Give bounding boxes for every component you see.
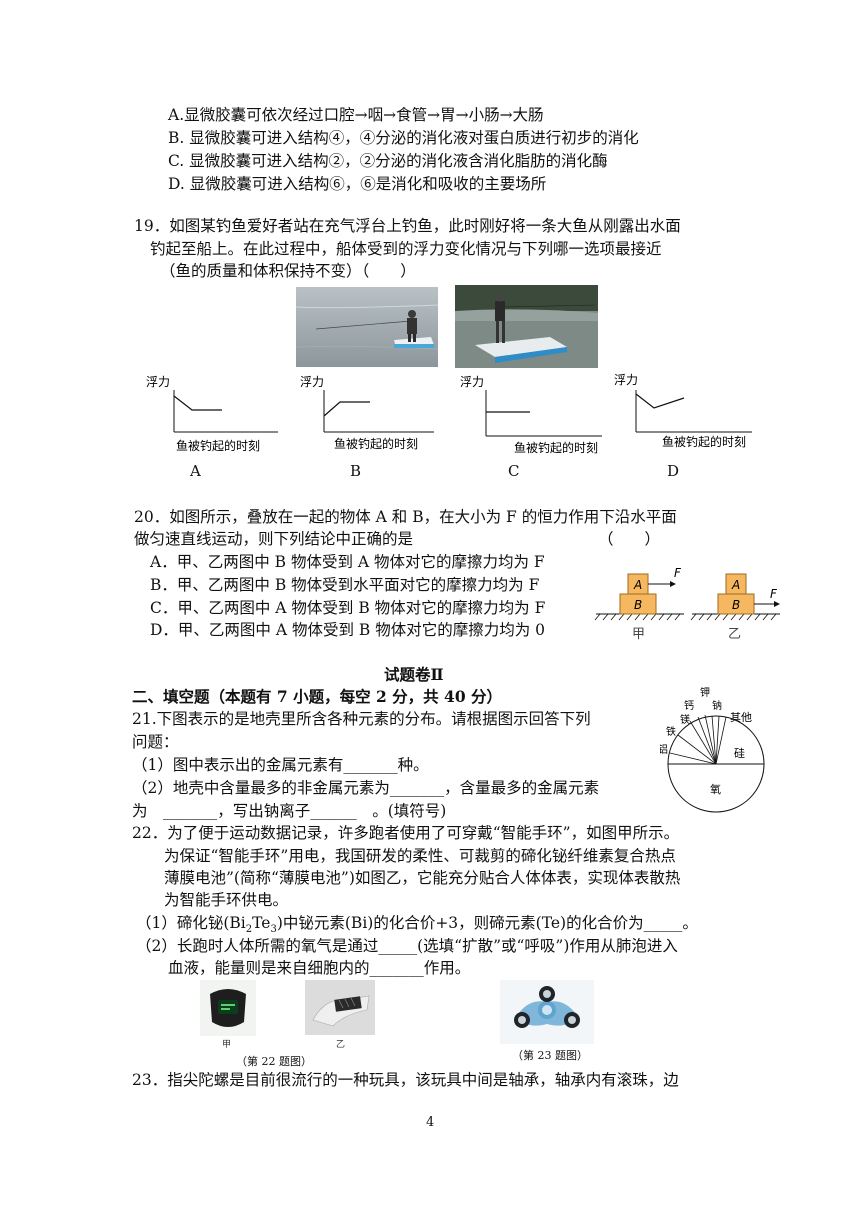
q19-option-b: B (350, 462, 362, 480)
stacked-blocks-figure: B A F 甲 B A F 乙 (594, 566, 780, 642)
pie-label-silicon: 硅 (734, 747, 745, 760)
q19-option-d: D (667, 462, 680, 480)
film-battery-image (305, 980, 375, 1035)
pie-label-aluminum: 铝 (660, 744, 668, 756)
q20-option-d: D．甲、乙两图中 A 物体受到 B 物体对它的摩擦力均为 0 (150, 621, 546, 639)
buoyancy-graph-b: 浮力 鱼被钓起的时刻 (300, 375, 434, 451)
fishing-photo-1 (296, 287, 438, 367)
crust-elements-pie: 氧 硅 铝 铁 镁 钙 钾 钠 其他 (660, 686, 765, 813)
graph-d-xlabel: 鱼被钓起的时刻 (662, 434, 746, 449)
pie-label-other: 其他 (730, 711, 752, 724)
graph-c-ylabel: 浮力 (460, 375, 484, 389)
pie-label-potassium: 钾 (700, 686, 710, 699)
q19-line-1: 19．如图某钓鱼爱好者站在充气浮台上钓鱼，此时刚好将一条大鱼从刚露出水面 (134, 217, 681, 235)
graph-b-ylabel: 浮力 (300, 375, 324, 389)
graph-a-xlabel: 鱼被钓起的时刻 (176, 438, 260, 452)
graph-d-ylabel: 浮力 (614, 373, 638, 387)
q18-option-d: D. 显微胶囊可进入结构⑥，⑥是消化和吸收的主要场所 (168, 175, 547, 193)
q18-option-a: A.显微胶囊可依次经过口腔→咽→食管→胃→小肠→大肠 (168, 106, 544, 124)
q23-figure-caption: （第 23 题图） (512, 1049, 588, 1062)
graph-a-ylabel: 浮力 (146, 375, 170, 389)
q22-figure-caption: （第 22 题图） (236, 1055, 312, 1068)
q21-line-1: 21.下图表示的是地壳里所含各种元素的分布。请根据图示回答下列 (132, 710, 591, 728)
yi-block-b: B (732, 598, 740, 612)
q21-line-4: （2）地壳中含量最多的非金属元素为_______，含量最多的金属元素 (132, 779, 600, 797)
q20-answer-bracket: （ ） (598, 530, 661, 548)
q22-sub2-line-2: 血液，能量则是来自细胞内的_______作用。 (168, 959, 471, 977)
q18-option-b: B. 显微胶囊可进入结构④，④分泌的消化液对蛋白质进行初步的消化 (168, 129, 639, 147)
jia-block-b: B (634, 598, 642, 612)
q21-line-3: （1）图中表示出的金属元素有_______种。 (132, 756, 429, 774)
img-yi-label: 乙 (336, 1040, 346, 1050)
q19-line-3: （鱼的质量和体积保持不变）（ ） (160, 262, 416, 280)
q23-line-1: 23．指尖陀螺是目前很流行的一种玩具，该玩具中间是轴承，轴承内有滚珠，边 (132, 1071, 679, 1089)
q18-option-c: C. 显微胶囊可进入结构②，②分泌的消化液含消化脂肪的消化酶 (168, 152, 608, 170)
q19-option-c: C (508, 462, 520, 480)
q22-sub1: （1）碲化铋(Bi2Te3)中铋元素(Bi)的化合价+3，则碲元素(Te)的化合… (136, 914, 698, 936)
yi-force-label: F (770, 587, 778, 601)
q19-option-a: A (190, 462, 201, 480)
buoyancy-graph-a: 浮力 鱼被钓起的时刻 (146, 375, 278, 452)
section-heading: 二、填空题（本题有 7 小题，每空 2 分，共 40 分） (132, 687, 503, 706)
q21-line-5: 为 _______，写出钠离子______ 。(填符号) (132, 802, 447, 820)
pie-label-sodium: 钠 (712, 699, 722, 712)
graph-b-xlabel: 鱼被钓起的时刻 (334, 436, 418, 451)
pie-label-iron: 铁 (666, 725, 676, 738)
q20-line-2: 做匀速直线运动，则下列结论中正确的是 (134, 530, 414, 548)
buoyancy-graph-d: 浮力 鱼被钓起的时刻 (614, 373, 752, 449)
q20-line-1: 20．如图所示，叠放在一起的物体 A 和 B，在大小为 F 的恒力作用下沿水平面 (134, 508, 677, 526)
jia-force-label: F (674, 566, 682, 580)
q20-option-c: C．甲、乙两图中 A 物体受到 B 物体对它的摩擦力均为 F (150, 599, 546, 617)
graph-c-xlabel: 鱼被钓起的时刻 (514, 440, 598, 455)
fishing-photo-2 (455, 285, 598, 368)
pie-label-calcium: 钙 (684, 699, 694, 712)
smart-band-image (200, 980, 256, 1036)
yi-block-a: A (731, 578, 740, 592)
jia-block-a: A (633, 578, 642, 592)
q21-line-2: 问题： (132, 733, 179, 751)
q22-line-4: 为智能手环供电。 (164, 891, 289, 909)
q22-line-3: 薄膜电池”(简称“薄膜电池”)如图乙，它能充分贴合人体体表，实现体表散热 (164, 869, 681, 887)
q22-line-1: 22．为了便于运动数据记录，许多跑者使用了可穿戴“智能手环”，如图甲所示。 (132, 824, 680, 842)
q22-sub2-line-1: （2）长跑时人体所需的氧气是通过_____(选填“扩散”或“呼吸”)作用从肺泡进… (136, 937, 678, 955)
pie-label-oxygen: 氧 (710, 782, 721, 796)
q22-line-2: 为保证“智能手环”用电，我国研发的柔性、可裁剪的碲化铋纤维素复合热点 (164, 847, 676, 865)
pie-label-magnesium: 镁 (680, 713, 690, 726)
buoyancy-graph-c: 浮力 鱼被钓起的时刻 (460, 375, 602, 455)
fig-yi-label: 乙 (728, 627, 741, 642)
section-title: 试题卷Ⅱ (384, 665, 444, 684)
fig-jia-label: 甲 (632, 627, 645, 642)
q19-line-2: 钓起至船上。在此过程中，船体受到的浮力变化情况与下列哪一选项最接近 (150, 240, 662, 258)
img-jia-label: 甲 (222, 1040, 232, 1050)
page-number: 4 (426, 1115, 435, 1130)
q20-option-a: A．甲、乙两图中 B 物体受到 A 物体对它的摩擦力均为 F (150, 553, 545, 571)
q20-option-b: B．甲、乙两图中 B 物体受到水平面对它的摩擦力均为 F (150, 576, 540, 594)
fidget-spinner-image (500, 980, 594, 1044)
